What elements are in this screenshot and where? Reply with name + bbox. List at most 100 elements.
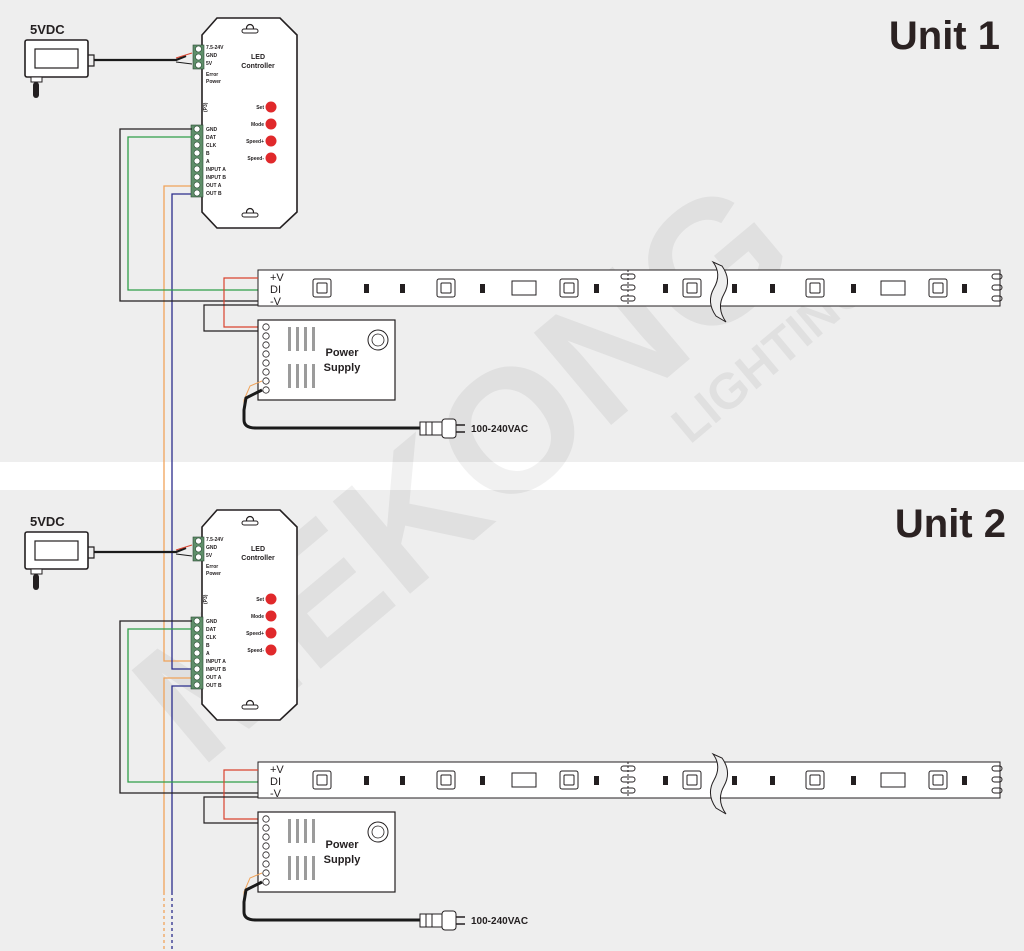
- out-label-clk: CLK: [206, 143, 217, 149]
- controller-title-2: Controller: [241, 555, 275, 562]
- terminal-label-5v: 5V: [206, 553, 213, 559]
- out-label-a: A: [206, 159, 210, 165]
- unit-2: Unit 2 5VDC LED Controller 7.5-24V G: [24, 502, 1006, 931]
- out-label-input-b: INPUT B: [206, 667, 226, 673]
- controller-title-2: Controller: [241, 63, 275, 70]
- dc-cable: [94, 546, 187, 554]
- led-strip: +V DI -V: [257, 260, 1003, 323]
- button-label-speed-down: Speed-: [247, 648, 264, 654]
- out-label-dat: DAT: [206, 135, 216, 141]
- wire-gnd: [119, 128, 258, 302]
- wire-out-a-to-input-a: [163, 185, 192, 662]
- pin-label-di: DI: [270, 776, 281, 788]
- out-label-out-b: OUT B: [206, 683, 222, 689]
- dc-red-lead: [175, 52, 193, 59]
- side-label: (P3): [203, 102, 209, 112]
- strip-resistors: [364, 284, 967, 293]
- speed-down-button[interactable]: [265, 644, 277, 656]
- out-label-out-a: OUT A: [206, 675, 222, 681]
- set-button[interactable]: [265, 593, 277, 605]
- unit-title: Unit 2: [895, 502, 1006, 546]
- signal-wires: [119, 620, 258, 794]
- terminal-label-5v: 5V: [206, 61, 213, 67]
- ac-cord: 100-240VAC: [242, 872, 528, 931]
- dc-black-lead: [175, 553, 193, 557]
- strip-break: [710, 260, 728, 323]
- out-label-clk: CLK: [206, 635, 217, 641]
- out-label-b: B: [206, 643, 210, 649]
- strip-components: [312, 770, 948, 790]
- indicator-error: Error: [206, 564, 218, 570]
- pin-label-vplus: +V: [270, 764, 284, 776]
- button-label-speed-up: Speed+: [246, 139, 264, 145]
- terminal-label-vin: 7.5-24V: [206, 45, 224, 51]
- unit-title: Unit 1: [889, 14, 1000, 58]
- ac-cord: 100-240VAC: [242, 380, 528, 439]
- unit-2-panel: [0, 490, 1024, 951]
- controller-buttons: Set Mode Speed+ Speed-: [246, 101, 277, 164]
- unit-1-panel: [0, 0, 1024, 462]
- set-button[interactable]: [265, 101, 277, 113]
- mode-button[interactable]: [265, 610, 277, 622]
- psu-adjust-knob: [367, 821, 389, 843]
- interconnect-wires: [163, 185, 192, 951]
- power-supply: Power Supply: [257, 319, 396, 401]
- pin-label-vminus: -V: [270, 296, 282, 308]
- button-label-mode: Mode: [251, 122, 264, 128]
- out-label-out-b: OUT B: [206, 191, 222, 197]
- psu-wires: [203, 277, 262, 332]
- controller-title-1: LED: [251, 546, 265, 553]
- dc-black-lead: [175, 61, 193, 65]
- wire-out-a-continue: [163, 677, 192, 895]
- dc-cable: [94, 54, 187, 62]
- indicator-power: Power: [206, 79, 221, 85]
- pin-label-di: DI: [270, 284, 281, 296]
- speed-up-button[interactable]: [265, 135, 277, 147]
- strip-components: [312, 278, 948, 298]
- button-label-speed-up: Speed+: [246, 631, 264, 637]
- controller-title-1: LED: [251, 54, 265, 61]
- terminal-label-gnd: GND: [206, 545, 218, 551]
- out-label-input-a: INPUT A: [206, 167, 226, 173]
- wire-out-b-continue: [171, 685, 192, 895]
- wire-gnd: [119, 620, 258, 794]
- wire-dat: [127, 136, 258, 291]
- pin-label-vminus: -V: [270, 788, 282, 800]
- out-label-b: B: [206, 151, 210, 157]
- led-controller: LED Controller 7.5-24V GND 5V Error Powe…: [190, 509, 298, 721]
- ac-label: 100-240VAC: [471, 916, 528, 927]
- indicator-error: Error: [206, 72, 218, 78]
- terminal-label-vin: 7.5-24V: [206, 537, 224, 543]
- side-label: (P3): [203, 594, 209, 604]
- button-label-set: Set: [256, 597, 264, 603]
- wire-dat: [127, 628, 258, 783]
- out-label-input-a: INPUT A: [206, 659, 226, 665]
- ac-label: 100-240VAC: [471, 424, 528, 435]
- strip-cut-marks: [620, 762, 1003, 798]
- strip-resistors: [364, 776, 967, 785]
- unit-1: Unit 1 5VDC LED Controller: [24, 14, 1003, 439]
- adapter-label: 5VDC: [30, 22, 65, 37]
- speed-down-button[interactable]: [265, 152, 277, 164]
- pin-label-vplus: +V: [270, 272, 284, 284]
- strip-break: [710, 752, 728, 815]
- ac-plug: [419, 421, 443, 436]
- dc-adapter: 5VDC: [24, 22, 95, 98]
- controller-buttons: Set Mode Speed+ Speed-: [246, 593, 277, 656]
- led-controller: LED Controller 7.5-24V GND 5V Error Powe…: [190, 17, 298, 229]
- psu-label-2: Supply: [324, 854, 362, 866]
- out-label-input-b: INPUT B: [206, 175, 226, 181]
- out-label-a: A: [206, 651, 210, 657]
- psu-label-1: Power: [325, 839, 359, 851]
- strip-cut-marks: [620, 270, 1003, 306]
- mode-button[interactable]: [265, 118, 277, 130]
- button-label-mode: Mode: [251, 614, 264, 620]
- ac-plug: [419, 913, 443, 928]
- psu-label-2: Supply: [324, 362, 362, 374]
- unit-separator: [0, 462, 1024, 490]
- dc-red-lead: [175, 544, 193, 551]
- speed-up-button[interactable]: [265, 627, 277, 639]
- out-label-out-a: OUT A: [206, 183, 222, 189]
